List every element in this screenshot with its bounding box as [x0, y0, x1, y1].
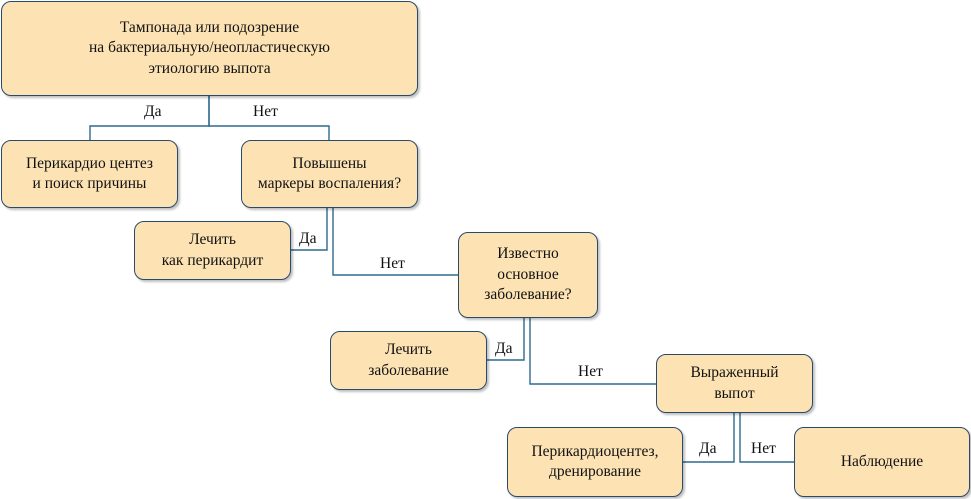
- node-treat-pericarditis: Лечить как перикардит: [134, 221, 291, 280]
- label-known-yes: Да: [495, 340, 513, 357]
- node-treat-disease: Лечить заболевание: [330, 331, 487, 390]
- label-effusion-yes: Да: [699, 440, 717, 457]
- label-markers-yes: Да: [299, 230, 317, 247]
- connector-markers-yes: [291, 208, 328, 251]
- connector-effusion-yes: [683, 413, 735, 463]
- connector-known-yes: [487, 318, 525, 361]
- label-effusion-no: Нет: [751, 440, 776, 457]
- connector-root-no: [208, 96, 330, 140]
- connector-markers-no: [332, 208, 458, 276]
- label-root-yes: Да: [144, 103, 162, 120]
- node-root: Тампонада или подозрение на бактериальну…: [1, 1, 418, 96]
- label-markers-no: Нет: [380, 255, 405, 272]
- node-pronounced-effusion: Выраженный выпот: [656, 354, 813, 413]
- node-pericardiocentesis-search: Перикардио центез и поиск причины: [1, 140, 178, 208]
- node-observation: Наблюдение: [794, 427, 970, 497]
- label-root-no: Нет: [253, 103, 278, 120]
- connector-effusion-no: [739, 413, 794, 463]
- connector-known-no: [529, 318, 656, 385]
- node-known-disease: Известно основное заболевание?: [458, 232, 598, 318]
- node-pericardiocentesis-drainage: Перикардиоцентез, дренирование: [507, 427, 683, 497]
- label-known-no: Нет: [578, 363, 603, 380]
- node-inflammation-markers: Повышены маркеры воспаления?: [241, 140, 418, 208]
